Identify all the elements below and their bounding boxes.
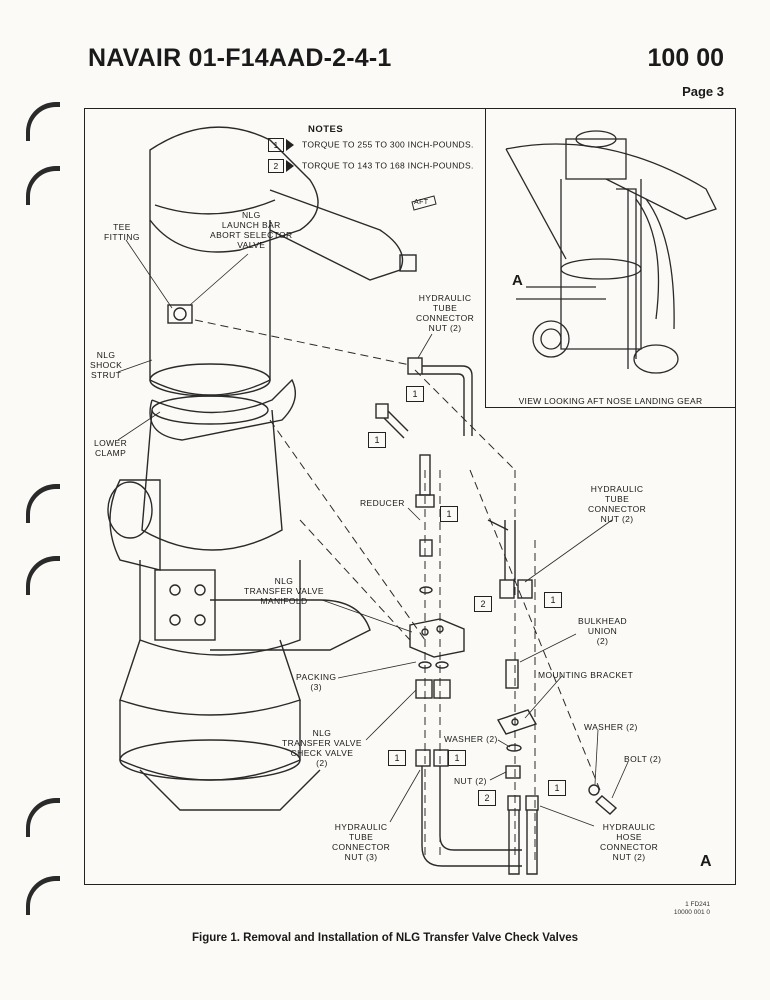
- inset-view-marker: A: [512, 272, 523, 289]
- punch-hole-icon: [26, 102, 60, 141]
- work-package-number: 100 00: [647, 44, 724, 72]
- transfer-manifold-label: NLG TRANSFER VALVE MANIFOLD: [244, 576, 324, 606]
- check-valve-label: NLG TRANSFER VALVE CHECK VALVE (2): [282, 728, 362, 768]
- punch-hole-icon: [26, 484, 60, 523]
- lower-clamp-label: LOWER CLAMP: [94, 438, 128, 458]
- tee-fitting-label: TEE FITTING: [104, 222, 140, 242]
- figure-code: 1 FD241 10000 001 0: [673, 901, 710, 916]
- inset-view-frame: [485, 108, 736, 408]
- torque-callout-1: 1: [388, 750, 406, 766]
- torque-callout-1: 1: [440, 506, 458, 522]
- torque-callout-2: 2: [474, 596, 492, 612]
- hydraulic-tube-nut-top-label: HYDRAULIC TUBE CONNECTOR NUT (2): [416, 293, 475, 333]
- torque-callout-1: 1: [368, 432, 386, 448]
- punch-hole-icon: [26, 876, 60, 915]
- triangle-marker-icon: [286, 160, 294, 172]
- note-text: TORQUE TO 143 TO 168 INCH-POUNDS.: [302, 160, 474, 171]
- packing-label: PACKING (3): [296, 672, 337, 692]
- document-number: NAVAIR 01-F14AAD-2-4-1: [88, 44, 392, 72]
- launch-bar-valve-label: NLG LAUNCH BAR ABORT SELECTOR VALVE: [210, 210, 293, 250]
- note-number: 2: [268, 159, 284, 173]
- triangle-marker-icon: [286, 139, 294, 151]
- figure-frame: [84, 108, 736, 885]
- hydraulic-tube-nut-bottom-label: HYDRAULIC TUBE CONNECTOR NUT (3): [332, 822, 391, 862]
- reducer-label: REDUCER: [360, 498, 405, 508]
- note-text: TORQUE TO 255 TO 300 INCH-POUNDS.: [302, 139, 474, 150]
- punch-hole-icon: [26, 556, 60, 595]
- view-marker: A: [700, 853, 712, 870]
- torque-callout-1: 1: [544, 592, 562, 608]
- note-2: 2 TORQUE TO 143 TO 168 INCH-POUNDS.: [268, 159, 474, 173]
- notes-title: NOTES: [308, 124, 344, 135]
- inset-view-caption: VIEW LOOKING AFT NOSE LANDING GEAR: [518, 396, 703, 406]
- inset-nose-gear-illustration: [505, 130, 717, 374]
- page-number: Page 3: [682, 84, 724, 99]
- bolt-label: BOLT (2): [624, 754, 662, 764]
- torque-callout-2: 2: [478, 790, 496, 806]
- shock-strut-label: NLG SHOCK STRUT: [90, 350, 123, 380]
- torque-callout-1: 1: [548, 780, 566, 796]
- washer-center-label: WASHER (2): [444, 734, 498, 744]
- hydraulic-hose-nut-label: HYDRAULIC HOSE CONNECTOR NUT (2): [600, 822, 659, 862]
- punch-hole-icon: [26, 166, 60, 205]
- figure-caption: Figure 1. Removal and Installation of NL…: [191, 932, 579, 944]
- punch-hole-icon: [26, 798, 60, 837]
- note-number: 1: [268, 138, 284, 152]
- bulkhead-union-label: BULKHEAD UNION (2): [578, 616, 628, 646]
- nut-label: NUT (2): [454, 776, 487, 786]
- note-1: 1 TORQUE TO 255 TO 300 INCH-POUNDS.: [268, 138, 474, 152]
- washer-right-label: WASHER (2): [584, 722, 638, 732]
- torque-callout-1: 1: [448, 750, 466, 766]
- torque-callout-1: 1: [406, 386, 424, 402]
- mounting-bracket-label: MOUNTING BRACKET: [538, 670, 634, 680]
- hydraulic-tube-nut-right-label: HYDRAULIC TUBE CONNECTOR NUT (2): [588, 484, 647, 524]
- aft-direction-label: AFT: [414, 199, 429, 206]
